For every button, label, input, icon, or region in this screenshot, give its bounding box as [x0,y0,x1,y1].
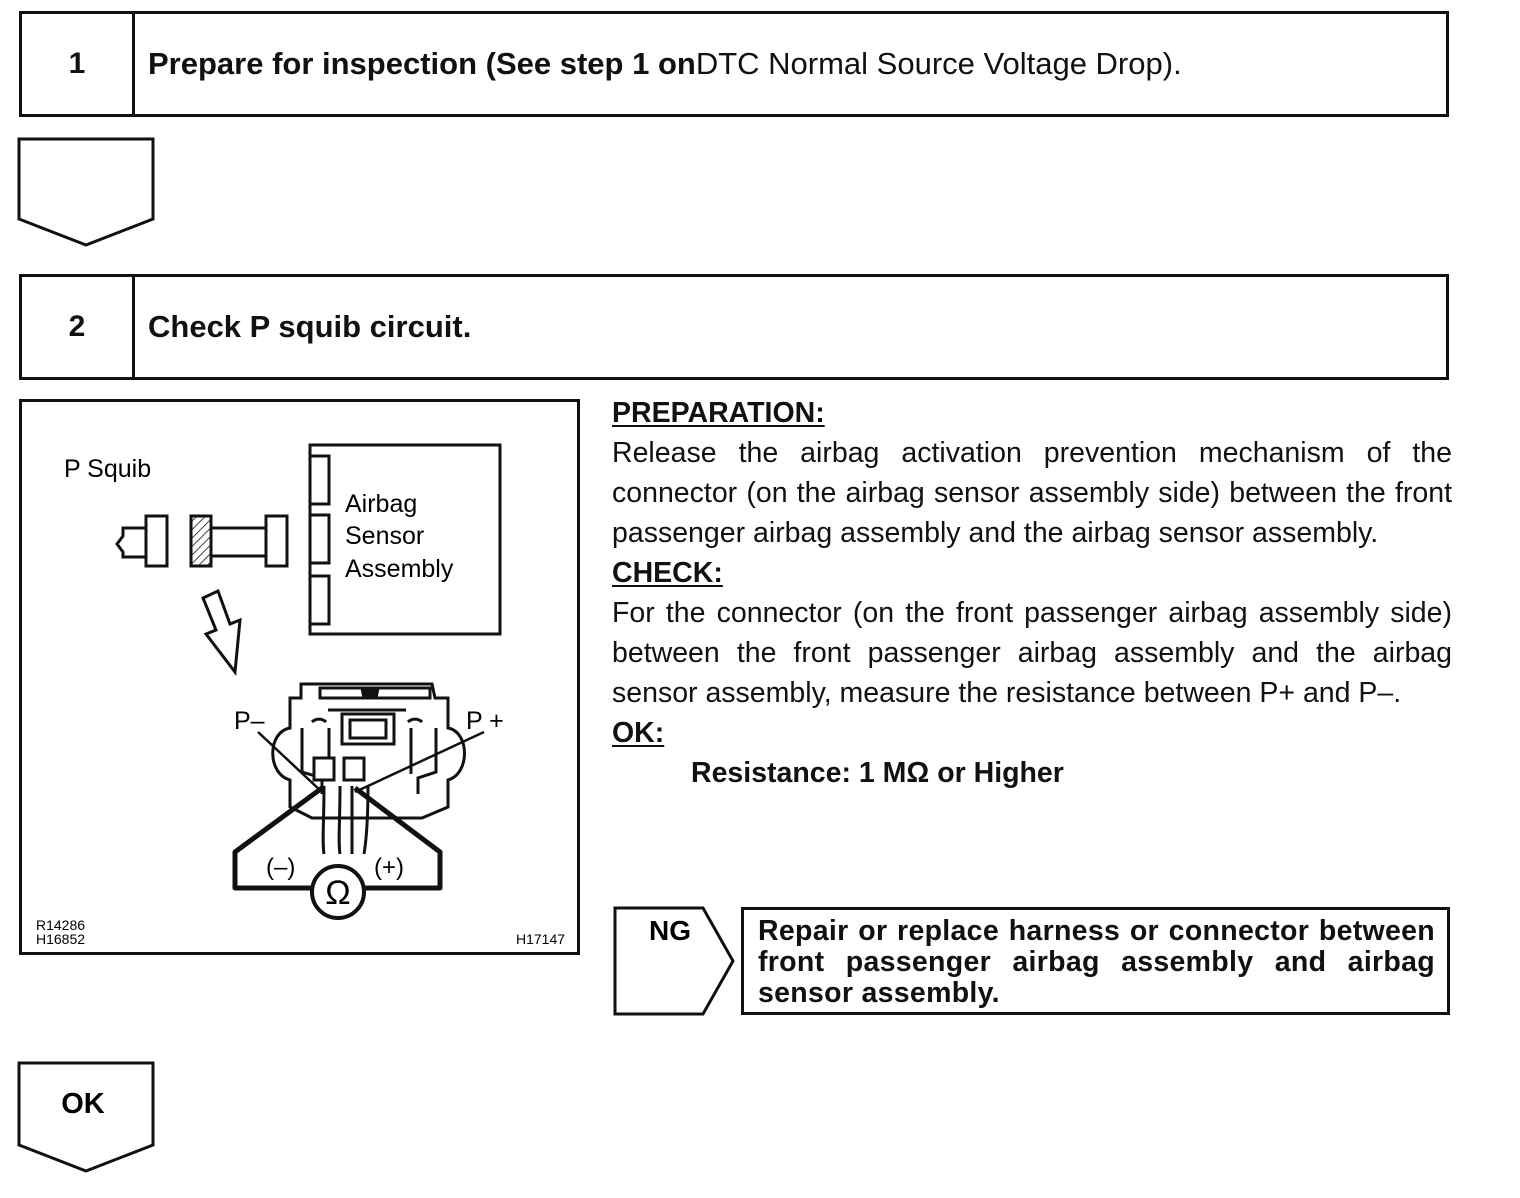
step-1-title-plain: DTC Normal Source Voltage Drop [695,46,1163,81]
ohm-symbol: Ω [325,874,350,912]
ok-spec: Resistance: 1 MΩ or Higher [691,757,1064,789]
ng-arrow: NG [613,906,735,1016]
sensor-label-line2: Sensor [345,522,424,550]
ref-code-1: R14286 [36,917,85,933]
squib-connector-diagram: P Squib Airbag Sensor Assembly [19,399,580,955]
p-minus-label: P– [234,707,265,735]
ng-result-box: Repair or replace harness or connector b… [741,907,1450,1015]
p-plus-label: P + [466,707,504,735]
step-1-title-bold: Prepare for inspection (See step 1 on [148,46,696,81]
ok-arrow: OK [17,1061,155,1173]
check-text: For the connector (on the front passenge… [612,597,1452,709]
ok-heading: OK: [612,717,665,749]
step-1-box: 1 Prepare for inspection (See step 1 on … [19,11,1449,117]
flow-arrow-1 [17,137,155,247]
ohmmeter-icon [310,864,366,920]
squib-plug [115,514,169,568]
sensor-label-line3: Assembly [345,555,454,583]
preparation-heading: PREPARATION: [612,397,825,429]
step-2-title: Check P squib circuit. [148,309,472,344]
sensor-label-line1: Airbag [345,490,417,518]
squib-connector-front [271,682,466,820]
check-heading: CHECK: [612,557,723,589]
instructions: PREPARATION: Release the airbag activati… [612,393,1452,793]
ng-label: NG [649,915,691,946]
step-1-title: Prepare for inspection (See step 1 on DT… [148,14,1182,114]
preparation-text: Release the airbag activation prevention… [612,437,1452,549]
step-1-title-end: ). [1162,46,1182,81]
p-plus-leader [354,730,485,794]
positive-probe-label: (+) [374,854,404,881]
ok-label: OK [61,1088,105,1120]
ref-code-2: H16852 [36,931,85,947]
ref-code-3: H17147 [516,931,565,947]
airbag-sensor-assembly [308,443,502,636]
sensor-side-connector [189,514,289,568]
step-2-number: 2 [22,277,135,377]
direction-arrow-icon [201,588,242,676]
ohmmeter-loop [232,785,443,891]
step-1-number: 1 [22,14,135,114]
p-squib-label: P Squib [64,455,151,483]
step-2-box: 2 Check P squib circuit. [19,274,1449,380]
p-minus-leader [257,731,323,793]
negative-probe-label: (–) [266,854,295,881]
